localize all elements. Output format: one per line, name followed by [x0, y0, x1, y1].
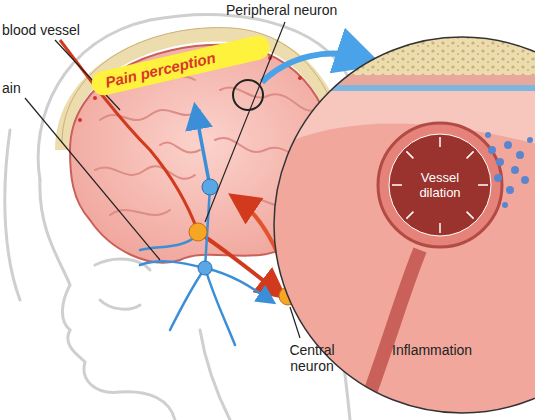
- part-label: ain: [2, 80, 21, 96]
- vessel-label: Vessel dilation: [408, 170, 472, 200]
- part-label: blood vessel: [2, 22, 80, 38]
- part-label: Inflammation: [392, 342, 472, 358]
- pain-band: Pain perception: [89, 33, 272, 97]
- part-label: Central neuron: [272, 342, 352, 374]
- part-label: Peripheral neuron: [226, 2, 337, 18]
- band-label: Pain perception: [104, 39, 258, 91]
- vessel-lumen: Vessel dilation: [388, 133, 492, 237]
